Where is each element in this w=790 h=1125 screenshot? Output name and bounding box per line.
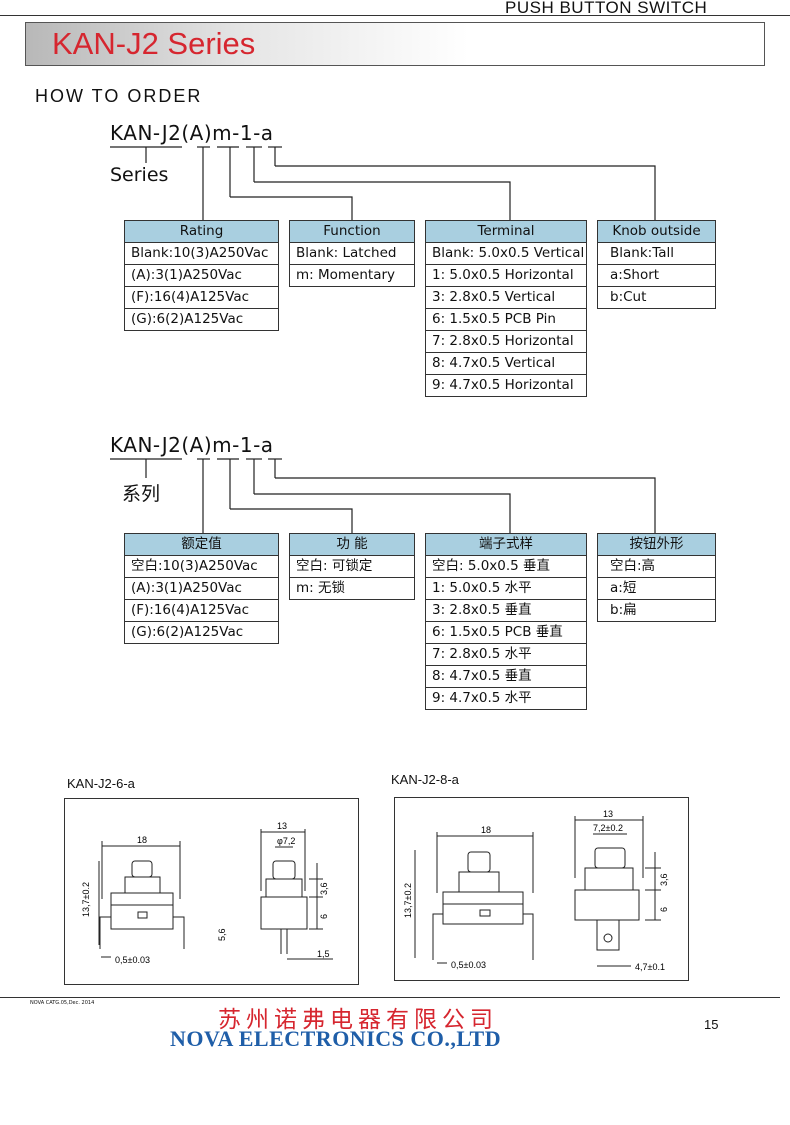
knob-header: Knob outside bbox=[598, 221, 715, 243]
dimension-drawing: 18 13,7±0.2 0,5±0.03 13 7,2±0.2 3,6 6 4,… bbox=[403, 809, 669, 972]
knob-table-cn: 按钮外形 空白:高 a:短 b:扁 bbox=[597, 533, 716, 622]
dim-knob-dia: 7,2±0.2 bbox=[593, 823, 623, 833]
page-title: KAN-J2 Series bbox=[52, 26, 256, 61]
dim-width: 18 bbox=[481, 825, 491, 835]
category-label: PUSH BUTTON SWITCH bbox=[505, 0, 708, 17]
function-row: 空白: 可锁定 bbox=[290, 556, 414, 578]
terminal-row: 8: 4.7x0.5 垂直 bbox=[426, 666, 586, 688]
dim-knob-dia: φ7,2 bbox=[277, 836, 295, 846]
rating-row: (F):16(4)A125Vac bbox=[125, 287, 278, 309]
rating-header: 额定值 bbox=[125, 534, 278, 556]
terminal-row: 8: 4.7x0.5 Vertical bbox=[426, 353, 586, 375]
technical-drawing-8a: 18 13,7±0.2 0,5±0.03 13 7,2±0.2 3,6 6 4,… bbox=[394, 797, 689, 981]
function-table-en: Function Blank: Latched m: Momentary bbox=[289, 220, 415, 287]
drawing-model-label: KAN-J2-6-a bbox=[67, 776, 135, 791]
dim-side-width: 13 bbox=[603, 809, 613, 819]
terminal-row: 9: 4.7x0.5 水平 bbox=[426, 688, 586, 709]
dim-knob-h: 3,6 bbox=[319, 882, 329, 895]
dim-height: 13,7±0.2 bbox=[403, 883, 413, 918]
rating-row: 空白:10(3)A250Vac bbox=[125, 556, 278, 578]
rating-row: (A):3(1)A250Vac bbox=[125, 265, 278, 287]
knob-row: 空白:高 bbox=[598, 556, 715, 578]
knob-row: b:Cut bbox=[598, 287, 715, 308]
function-table-cn: 功 能 空白: 可锁定 m: 无锁 bbox=[289, 533, 415, 600]
rating-header: Rating bbox=[125, 221, 278, 243]
terminal-row: Blank: 5.0x0.5 Vertical bbox=[426, 243, 586, 265]
rating-row: (F):16(4)A125Vac bbox=[125, 600, 278, 622]
company-name-en: NOVA ELECTRONICS CO.,LTD bbox=[170, 1026, 502, 1051]
terminal-header: 端子式样 bbox=[426, 534, 586, 556]
function-row: m: 无锁 bbox=[290, 578, 414, 599]
page-number: 15 bbox=[704, 1017, 719, 1032]
terminal-row: 3: 2.8x0.5 Vertical bbox=[426, 287, 586, 309]
terminal-row: 1: 5.0x0.5 水平 bbox=[426, 578, 586, 600]
dim-pin-pitch: 0,5±0.03 bbox=[451, 960, 486, 970]
order-code-en: KAN-J2(A)m-1-a bbox=[110, 121, 274, 145]
rating-table-cn: 额定值 空白:10(3)A250Vac (A):3(1)A250Vac (F):… bbox=[124, 533, 279, 644]
knob-row: Blank:Tall bbox=[598, 243, 715, 265]
knob-table-en: Knob outside Blank:Tall a:Short b:Cut bbox=[597, 220, 716, 309]
knob-row: b:扁 bbox=[598, 600, 715, 621]
drawing-model-label: KAN-J2-8-a bbox=[391, 772, 459, 787]
terminal-table-en: Terminal Blank: 5.0x0.5 Vertical 1: 5.0x… bbox=[425, 220, 587, 397]
dim-tab-w: 4,7±0.1 bbox=[635, 962, 665, 972]
dim-body-h: 6 bbox=[659, 907, 669, 912]
rating-row: (G):6(2)A125Vac bbox=[125, 309, 278, 330]
footer-divider bbox=[0, 997, 780, 998]
title-banner bbox=[25, 22, 765, 66]
terminal-row: 9: 4.7x0.5 Horizontal bbox=[426, 375, 586, 396]
dim-pin-len: 5,6 bbox=[217, 928, 227, 941]
function-row: Blank: Latched bbox=[290, 243, 414, 265]
top-divider bbox=[0, 15, 790, 16]
knob-row: a:短 bbox=[598, 578, 715, 600]
company-name-cn: 苏州诺弗电器有限公司 bbox=[218, 1007, 498, 1033]
dimension-drawing: 18 13,7±0.2 5,6 0,5±0.03 13 φ7,2 3,6 6 1… bbox=[81, 821, 333, 965]
terminal-row: 1: 5.0x0.5 Horizontal bbox=[426, 265, 586, 287]
series-label-en: Series bbox=[110, 164, 169, 186]
knob-header: 按钮外形 bbox=[598, 534, 715, 556]
terminal-table-cn: 端子式样 空白: 5.0x0.5 垂直 1: 5.0x0.5 水平 3: 2.8… bbox=[425, 533, 587, 710]
terminal-row: 6: 1.5x0.5 PCB 垂直 bbox=[426, 622, 586, 644]
rating-row: (A):3(1)A250Vac bbox=[125, 578, 278, 600]
rating-row: Blank:10(3)A250Vac bbox=[125, 243, 278, 265]
terminal-row: 3: 2.8x0.5 垂直 bbox=[426, 600, 586, 622]
dim-pin-pitch: 0,5±0.03 bbox=[115, 955, 150, 965]
terminal-row: 空白: 5.0x0.5 垂直 bbox=[426, 556, 586, 578]
function-row: m: Momentary bbox=[290, 265, 414, 286]
terminal-row: 7: 2.8x0.5 水平 bbox=[426, 644, 586, 666]
catalog-number: NOVA CATG.05,Dec. 2014 bbox=[30, 1000, 95, 1006]
technical-drawing-6a: 18 13,7±0.2 5,6 0,5±0.03 13 φ7,2 3,6 6 1… bbox=[64, 798, 359, 985]
how-to-order-heading: HOW TO ORDER bbox=[35, 86, 203, 106]
dim-height: 13,7±0.2 bbox=[81, 882, 91, 917]
dim-side-width: 13 bbox=[277, 821, 287, 831]
knob-row: a:Short bbox=[598, 265, 715, 287]
terminal-row: 6: 1.5x0.5 PCB Pin bbox=[426, 309, 586, 331]
function-header: Function bbox=[290, 221, 414, 243]
order-code-cn: KAN-J2(A)m-1-a bbox=[110, 433, 274, 457]
series-label-cn: 系列 bbox=[122, 483, 161, 505]
function-header: 功 能 bbox=[290, 534, 414, 556]
terminal-header: Terminal bbox=[426, 221, 586, 243]
rating-table-en: Rating Blank:10(3)A250Vac (A):3(1)A250Va… bbox=[124, 220, 279, 331]
dim-body-h: 6 bbox=[319, 914, 329, 919]
dim-width: 18 bbox=[137, 835, 147, 845]
dim-knob-h: 3,6 bbox=[659, 873, 669, 886]
dim-pin-w: 1,5 bbox=[317, 949, 330, 959]
rating-row: (G):6(2)A125Vac bbox=[125, 622, 278, 643]
terminal-row: 7: 2.8x0.5 Horizontal bbox=[426, 331, 586, 353]
